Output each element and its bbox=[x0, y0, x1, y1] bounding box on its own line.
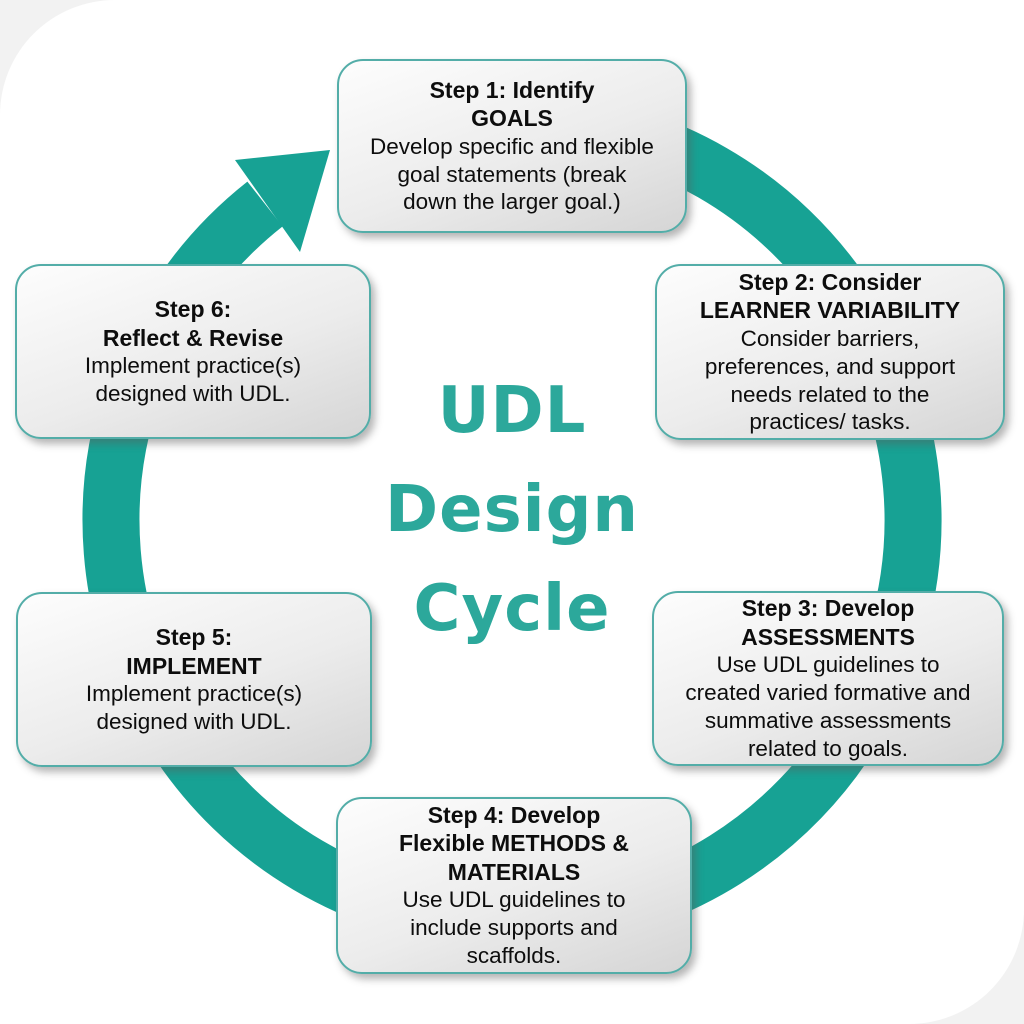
title-line: Design bbox=[385, 473, 639, 548]
step-box-1: Step 1: Identify GOALS Develop specific … bbox=[337, 59, 687, 233]
step-5-body: Implement practice(s) designed with UDL. bbox=[85, 681, 303, 735]
step-1-heading: Step 1: Identify GOALS bbox=[429, 76, 595, 132]
step-3-heading: Step 3: Develop ASSESSMENTS bbox=[741, 595, 915, 650]
title-line: Cycle bbox=[413, 572, 611, 647]
title-line: UDL bbox=[437, 374, 587, 448]
step-4-heading: Step 4: Develop Flexible METHODS & MATER… bbox=[398, 801, 630, 885]
step-box-4: Step 4: Develop Flexible METHODS & MATER… bbox=[336, 797, 692, 974]
step-1-body: Develop specific and flexible goal state… bbox=[370, 133, 654, 215]
step-box-6: Step 6: Reflect & Revise Implement pract… bbox=[15, 264, 371, 439]
step-box-5: Step 5: IMPLEMENT Implement practice(s) … bbox=[16, 592, 372, 767]
step-box-3: Step 3: Develop ASSESSMENTS Use UDL guid… bbox=[652, 591, 1004, 766]
step-box-2: Step 2: Consider LEARNER VARIABILITY Con… bbox=[655, 264, 1005, 440]
step-6-body: Implement practice(s) designed with UDL. bbox=[84, 353, 302, 407]
step-6-heading: Step 6: Reflect & Revise bbox=[102, 296, 284, 351]
cycle-arrow-head-icon bbox=[235, 150, 330, 252]
step-4-body: Use UDL guidelines to include supports a… bbox=[402, 887, 626, 969]
step-2-body: Consider barriers, preferences, and supp… bbox=[704, 325, 956, 435]
step-2-heading: Step 2: Consider LEARNER VARIABILITY bbox=[699, 268, 961, 324]
diagram-title: UDL Design Cycle bbox=[337, 362, 687, 660]
step-3-body: Use UDL guidelines to created varied for… bbox=[685, 652, 971, 761]
step-5-heading: Step 5: IMPLEMENT bbox=[126, 624, 262, 679]
